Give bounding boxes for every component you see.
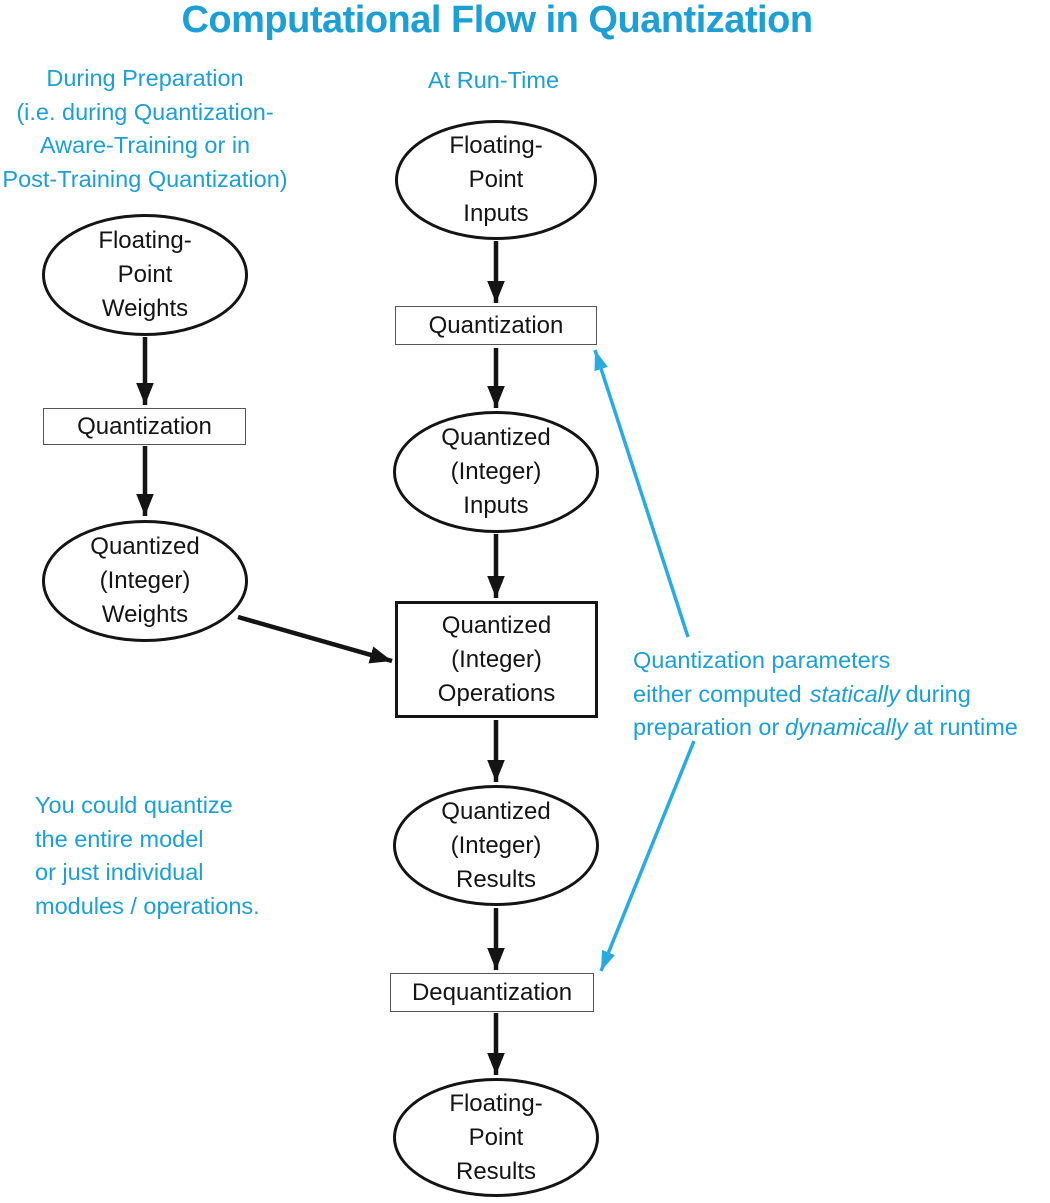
params-note-text: preparation or <box>633 714 780 740</box>
node-dequantization: Dequantization <box>390 973 594 1012</box>
node-quantization-preparation: Quantization <box>43 408 246 445</box>
preparation-column-header: During Preparation (i.e. during Quantiza… <box>0 62 301 196</box>
node-quantized-integer-operations: Quantized (Integer) Operations <box>395 601 598 718</box>
node-quantization-runtime: Quantization <box>395 306 597 345</box>
node-label-line: Point <box>468 1123 524 1151</box>
node-floating-point-inputs: Floating- Point Inputs <box>395 120 597 240</box>
page-title: Computational Flow in Quantization <box>181 0 813 41</box>
node-label-line: (Integer) <box>99 567 191 594</box>
node-label-line: Results <box>455 1157 537 1185</box>
params-note-italic: statically <box>809 680 900 707</box>
node-label-line: (Integer) <box>450 831 542 859</box>
node-label-line: Point <box>468 166 524 193</box>
node-label-line: Floating- <box>449 132 543 159</box>
arrow-params-to-dequantization <box>599 740 696 972</box>
node-label-line: Quantized <box>441 797 551 825</box>
scope-note: You could quantize the entire model or j… <box>35 789 260 923</box>
runtime-column-header: At Run-Time <box>428 67 560 93</box>
node-floating-point-results: Floating- Point Results <box>393 1078 599 1197</box>
node-label-line: Quantized <box>90 533 200 560</box>
params-note-italic: dynamically <box>784 714 908 740</box>
node-label-line: Inputs <box>463 492 529 519</box>
node-label-line: Quantized <box>441 424 551 451</box>
scope-note-line: or just individual <box>35 859 204 885</box>
node-quantized-integer-weights: Quantized (Integer) Weights <box>42 520 248 642</box>
node-label-line: (Integer) <box>450 458 542 485</box>
node-floating-point-weights: Floating- Point Weights <box>42 214 248 336</box>
node-label-line: (Integer) <box>451 645 542 673</box>
arrow-qiweights-to-operations <box>237 614 393 664</box>
node-label-line: Weights <box>101 601 189 628</box>
node-label-line: Weights <box>101 295 189 322</box>
node-label-line: Results <box>455 865 537 893</box>
preparation-header-line: (i.e. during Quantization- <box>16 98 274 125</box>
node-quantized-integer-results: Quantized (Integer) Results <box>393 785 599 906</box>
params-note-line: Quantization parameters <box>633 647 891 673</box>
scope-note-line: You could quantize <box>35 792 233 818</box>
scope-note-line: modules / operations. <box>35 892 260 919</box>
params-note-text: during <box>905 680 971 707</box>
node-quantized-integer-inputs: Quantized (Integer) Inputs <box>393 411 599 533</box>
preparation-header-line: During Preparation <box>46 65 244 91</box>
preparation-header-line: Aware-Training or in <box>39 132 251 158</box>
node-label-line: Floating- <box>98 227 192 254</box>
preparation-header-line: Post-Training Quantization) <box>2 165 288 192</box>
quantization-params-note: Quantization parameters either computed s… <box>633 644 1018 745</box>
params-note-text: at runtime <box>913 714 1018 740</box>
node-label-line: Operations <box>437 679 556 707</box>
params-note-text: either computed <box>633 680 802 707</box>
arrow-params-to-quantization <box>593 349 690 638</box>
node-label-line: Quantized <box>441 611 552 639</box>
node-label-line: Inputs <box>463 200 529 227</box>
node-label-line: Floating- <box>449 1089 543 1117</box>
node-label-line: Point <box>117 261 173 288</box>
scope-note-line: the entire model <box>35 825 204 852</box>
